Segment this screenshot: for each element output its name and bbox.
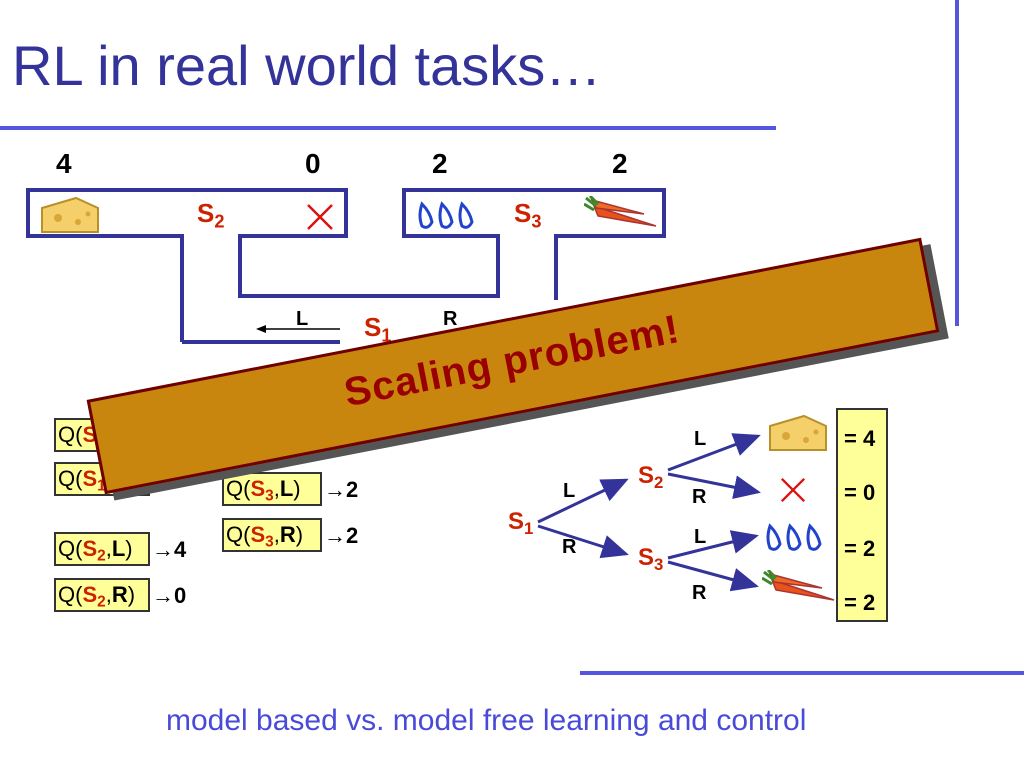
maze-state-s1: S1 — [364, 312, 392, 346]
right-vertical-rule — [955, 0, 959, 326]
cheese-icon — [766, 414, 830, 459]
q-value: →4 — [152, 537, 187, 562]
tree-edge-label: R — [692, 486, 707, 508]
reward-label: 2 — [612, 148, 628, 179]
tree-node-s2: S2 — [638, 462, 664, 493]
q-entry-s2-r: Q(S2,R) — [54, 578, 150, 612]
carrots-icon — [583, 194, 658, 237]
footer-rule — [580, 671, 1024, 675]
cheese-icon — [38, 196, 102, 241]
left-arrow — [256, 325, 340, 333]
maze-state-s3: S3 — [514, 198, 542, 232]
tree-edge-label: L — [694, 526, 707, 548]
tree-edge-label: R — [562, 536, 577, 558]
tree-edge-label: L — [694, 428, 707, 450]
reward-label: 0 — [305, 148, 321, 179]
outcome-values-box: = 4 = 0 = 2 = 2 — [836, 408, 888, 622]
reward-label: 2 — [432, 148, 448, 179]
cross-icon — [305, 202, 335, 237]
tree-root-s1: S1 — [508, 508, 534, 539]
cross-icon — [779, 476, 807, 509]
outcome-value: = 0 — [844, 480, 876, 505]
outcome-value: = 4 — [844, 426, 876, 451]
q-value: →2 — [324, 477, 359, 502]
q-value: →2 — [324, 523, 359, 548]
q-value: →0 — [152, 583, 187, 608]
maze-state-s2: S2 — [197, 198, 225, 232]
outcome-value: = 2 — [844, 590, 876, 615]
q-entry-s3-r: Q(S3,R) — [222, 518, 322, 552]
water-drops-icon — [416, 200, 480, 237]
tree-edge-label: L — [563, 480, 576, 502]
tree-node-s3: S3 — [638, 544, 664, 575]
maze-right-label: R — [443, 308, 458, 330]
title-underline — [0, 126, 776, 130]
tree-edge-label: R — [692, 582, 707, 604]
carrots-icon — [761, 568, 836, 611]
water-drops-icon — [764, 522, 828, 559]
q-entry-s3-l: Q(S3,L) — [222, 472, 322, 506]
q-entry-s2-l: Q(S2,L) — [54, 532, 150, 566]
reward-label: 4 — [56, 148, 72, 179]
slide-footer: model based vs. model free learning and … — [166, 704, 807, 737]
slide-title: RL in real world tasks… — [12, 34, 602, 97]
outcome-value: = 2 — [844, 536, 876, 561]
maze-left-label: L — [296, 308, 309, 330]
